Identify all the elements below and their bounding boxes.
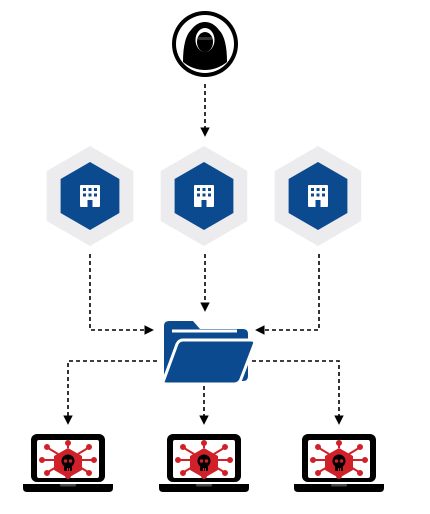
organization-3-building-icon <box>274 146 362 246</box>
hacker-icon <box>172 11 238 77</box>
organization-1-building-icon <box>46 146 134 246</box>
edge-folder-to-victim-1 <box>63 360 157 425</box>
victim-laptop-1-infected-laptop-icon <box>22 433 114 493</box>
victim-laptop-2-infected-laptop-icon <box>158 433 250 493</box>
victim-laptop-3-infected-laptop-icon <box>293 433 385 493</box>
edges <box>63 84 344 425</box>
edge-organization-1-to-folder <box>89 254 154 335</box>
folder-icon <box>161 321 257 386</box>
edge-folder-to-victim-3 <box>252 360 344 425</box>
edge-organization-3-to-folder <box>255 254 320 335</box>
organization-2-building-icon <box>160 146 248 246</box>
